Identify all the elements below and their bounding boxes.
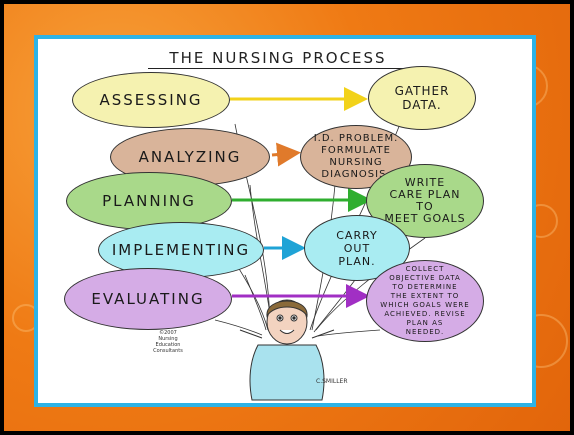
- action-label: CARRY OUT PLAN.: [336, 228, 378, 268]
- balloon-assessing: ASSESSING: [72, 72, 230, 128]
- arrow-analyzing: [271, 142, 301, 167]
- phase-label: IMPLEMENTING: [111, 241, 251, 259]
- action-label: I.D. PROBLEM. FORMULATE NURSING DIAGNOSI…: [313, 133, 399, 180]
- balloon-evaluating: EVALUATING: [64, 268, 232, 330]
- phase-label: EVALUATING: [91, 290, 205, 308]
- balloon-gather-data: GATHER DATA.: [368, 66, 476, 130]
- action-label: WRITE CARE PLAN TO MEET GOALS: [384, 176, 466, 225]
- phase-label: ASSESSING: [99, 91, 203, 109]
- action-label: COLLECT OBJECTIVE DATA TO DETERMINE THE …: [380, 265, 470, 336]
- action-label: GATHER DATA.: [394, 84, 450, 112]
- cartoon-person: [239, 299, 335, 401]
- phase-label: ANALYZING: [138, 148, 242, 166]
- balloon-collect-data: COLLECT OBJECTIVE DATA TO DETERMINE THE …: [366, 260, 484, 342]
- balloon-planning: PLANNING: [66, 172, 232, 230]
- copyright-note: ©2007 Nursing Education Consultants: [153, 330, 183, 354]
- diagram-title: THE NURSING PROCESS: [148, 49, 408, 69]
- artist-signature: C.SMILLER: [316, 378, 348, 385]
- phase-label: PLANNING: [102, 192, 196, 210]
